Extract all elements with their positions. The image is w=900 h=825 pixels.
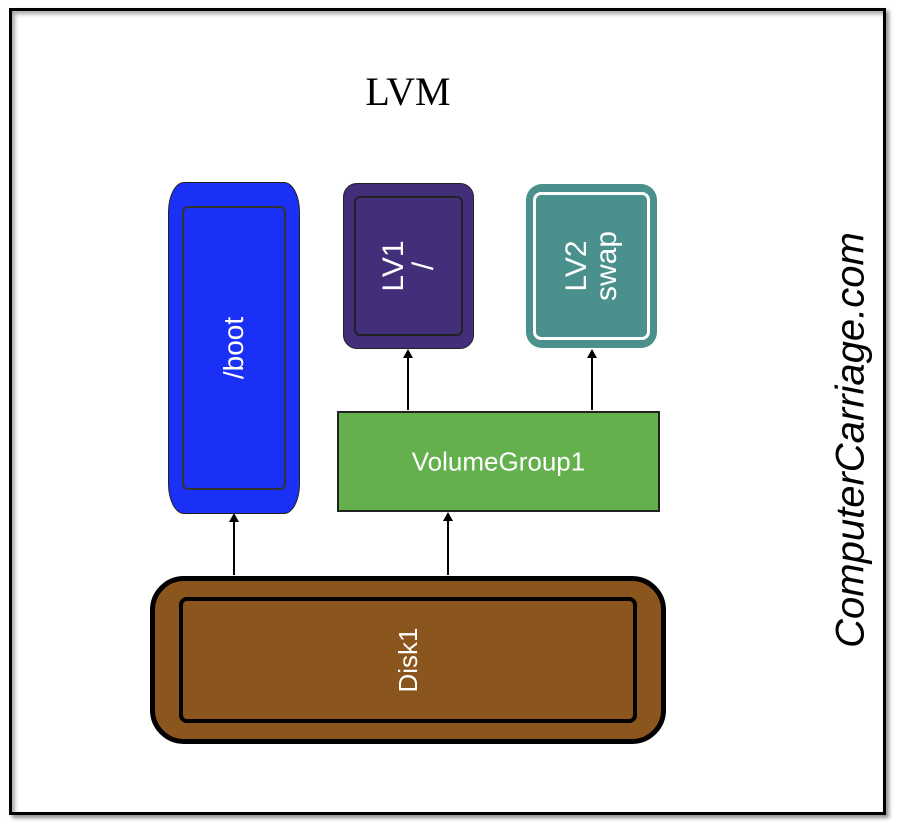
lv2-node: LV2 swap [526, 184, 657, 348]
disk-node: Disk1 [150, 576, 666, 744]
arrow-volume-group-to-lv1 [403, 349, 413, 410]
watermark-text: ComputerCarriage.com [828, 232, 873, 648]
boot-label: /boot [218, 316, 249, 380]
volume-group-label: VolumeGroup1 [411, 446, 586, 476]
lv1-name: LV1 [376, 240, 410, 292]
lv2-name: LV2 [559, 240, 593, 292]
disk-label: Disk1 [393, 627, 423, 693]
lv2-mount: swap [589, 230, 623, 302]
lv1-node: LV1 / [343, 183, 474, 349]
volume-group-node: VolumeGroup1 [337, 411, 660, 512]
lv1-node-body [355, 197, 462, 335]
lv2-node-ring [533, 192, 650, 340]
arrow-disk-to-volume-group [443, 512, 453, 575]
boot-node-body [183, 207, 285, 489]
lv1-mount: / [406, 261, 440, 271]
arrow-volume-group-to-lv2 [587, 349, 597, 410]
diagram-title: LVM [365, 69, 451, 114]
lv2-label: LV2 swap [559, 230, 623, 302]
disk-node-body [179, 597, 637, 723]
arrow-disk-to-boot [229, 513, 239, 575]
boot-partition-node: /boot [168, 182, 300, 514]
lv1-label: LV1 / [376, 240, 440, 292]
